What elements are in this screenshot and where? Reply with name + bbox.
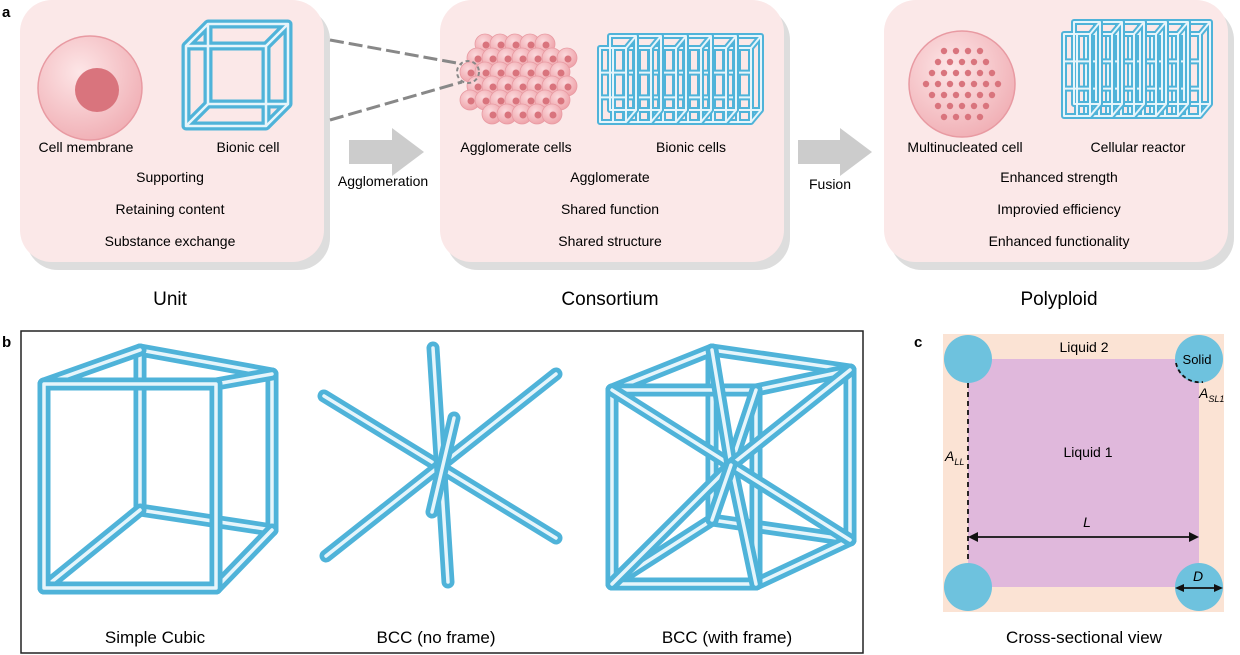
- label-liquid1: Liquid 1: [1063, 444, 1112, 460]
- label-length: L: [1083, 514, 1091, 530]
- multinucleated-cell-icon: [908, 30, 1016, 138]
- length-arrow: [968, 532, 1199, 542]
- label-liquid2: Liquid 2: [1059, 339, 1108, 355]
- panel-c-letter: c: [914, 334, 922, 351]
- unit-property-1: Supporting: [136, 169, 204, 185]
- bionic-cells-icon: [597, 33, 764, 125]
- label-bionic-cell: Bionic cell: [216, 139, 279, 155]
- agglomeration-arrow: [349, 128, 424, 176]
- label-diameter: D: [1193, 568, 1203, 584]
- label-bionic-cells: Bionic cells: [656, 139, 726, 155]
- diameter-arrow: [1175, 584, 1223, 592]
- a-sl1-interface: [1175, 362, 1204, 384]
- bcc-no-frame-structure: [317, 341, 563, 589]
- liquid1-region: [968, 359, 1199, 587]
- consortium-property-2: Shared function: [561, 201, 659, 217]
- cellular-reactor-icon: [1061, 19, 1213, 119]
- cell-membrane-icon: [37, 35, 143, 141]
- label-a-sl1: ASL1: [1198, 385, 1224, 404]
- polyploid-property-3: Enhanced functionality: [989, 233, 1130, 249]
- panel-b-frame: [20, 330, 864, 654]
- unit-property-2: Retaining content: [116, 201, 225, 217]
- unit-property-3: Substance exchange: [105, 233, 236, 249]
- label-multinucleated-cell: Multinucleated cell: [907, 139, 1022, 155]
- polyploid-property-2: Improvied efficiency: [997, 201, 1120, 217]
- title-polyploid: Polyploid: [1020, 289, 1097, 310]
- title-unit: Unit: [153, 289, 188, 310]
- label-cell-membrane: Cell membrane: [39, 139, 134, 155]
- label-cross-sectional-view: Cross-sectional view: [1006, 628, 1163, 647]
- simple-cubic-structure: [37, 343, 279, 595]
- panel-b-letter: b: [2, 334, 11, 351]
- label-simple-cubic: Simple Cubic: [105, 628, 206, 647]
- label-a-ll: ALL: [944, 448, 964, 467]
- polyploid-property-1: Enhanced strength: [1000, 169, 1118, 185]
- agglomerate-cells-icon: [459, 33, 578, 125]
- label-agglomeration: Agglomeration: [338, 173, 428, 189]
- title-consortium: Consortium: [561, 289, 658, 310]
- panel-a-letter: a: [2, 4, 11, 21]
- label-bcc-no-frame: BCC (no frame): [376, 628, 495, 647]
- zoom-indicator-lines: [329, 38, 463, 122]
- label-agglomerate-cells: Agglomerate cells: [460, 139, 571, 155]
- label-solid: Solid: [1183, 352, 1212, 367]
- solid-nodes: [944, 335, 1223, 611]
- label-cellular-reactor: Cellular reactor: [1091, 139, 1186, 155]
- zoom-circle: [456, 60, 480, 84]
- bcc-with-frame-structure: [605, 343, 857, 591]
- consortium-property-1: Agglomerate: [570, 169, 650, 185]
- bionic-cell-icon: [181, 19, 293, 131]
- consortium-property-3: Shared structure: [558, 233, 662, 249]
- label-fusion: Fusion: [809, 176, 851, 192]
- fusion-arrow: [798, 128, 872, 176]
- label-bcc-with-frame: BCC (with frame): [662, 628, 792, 647]
